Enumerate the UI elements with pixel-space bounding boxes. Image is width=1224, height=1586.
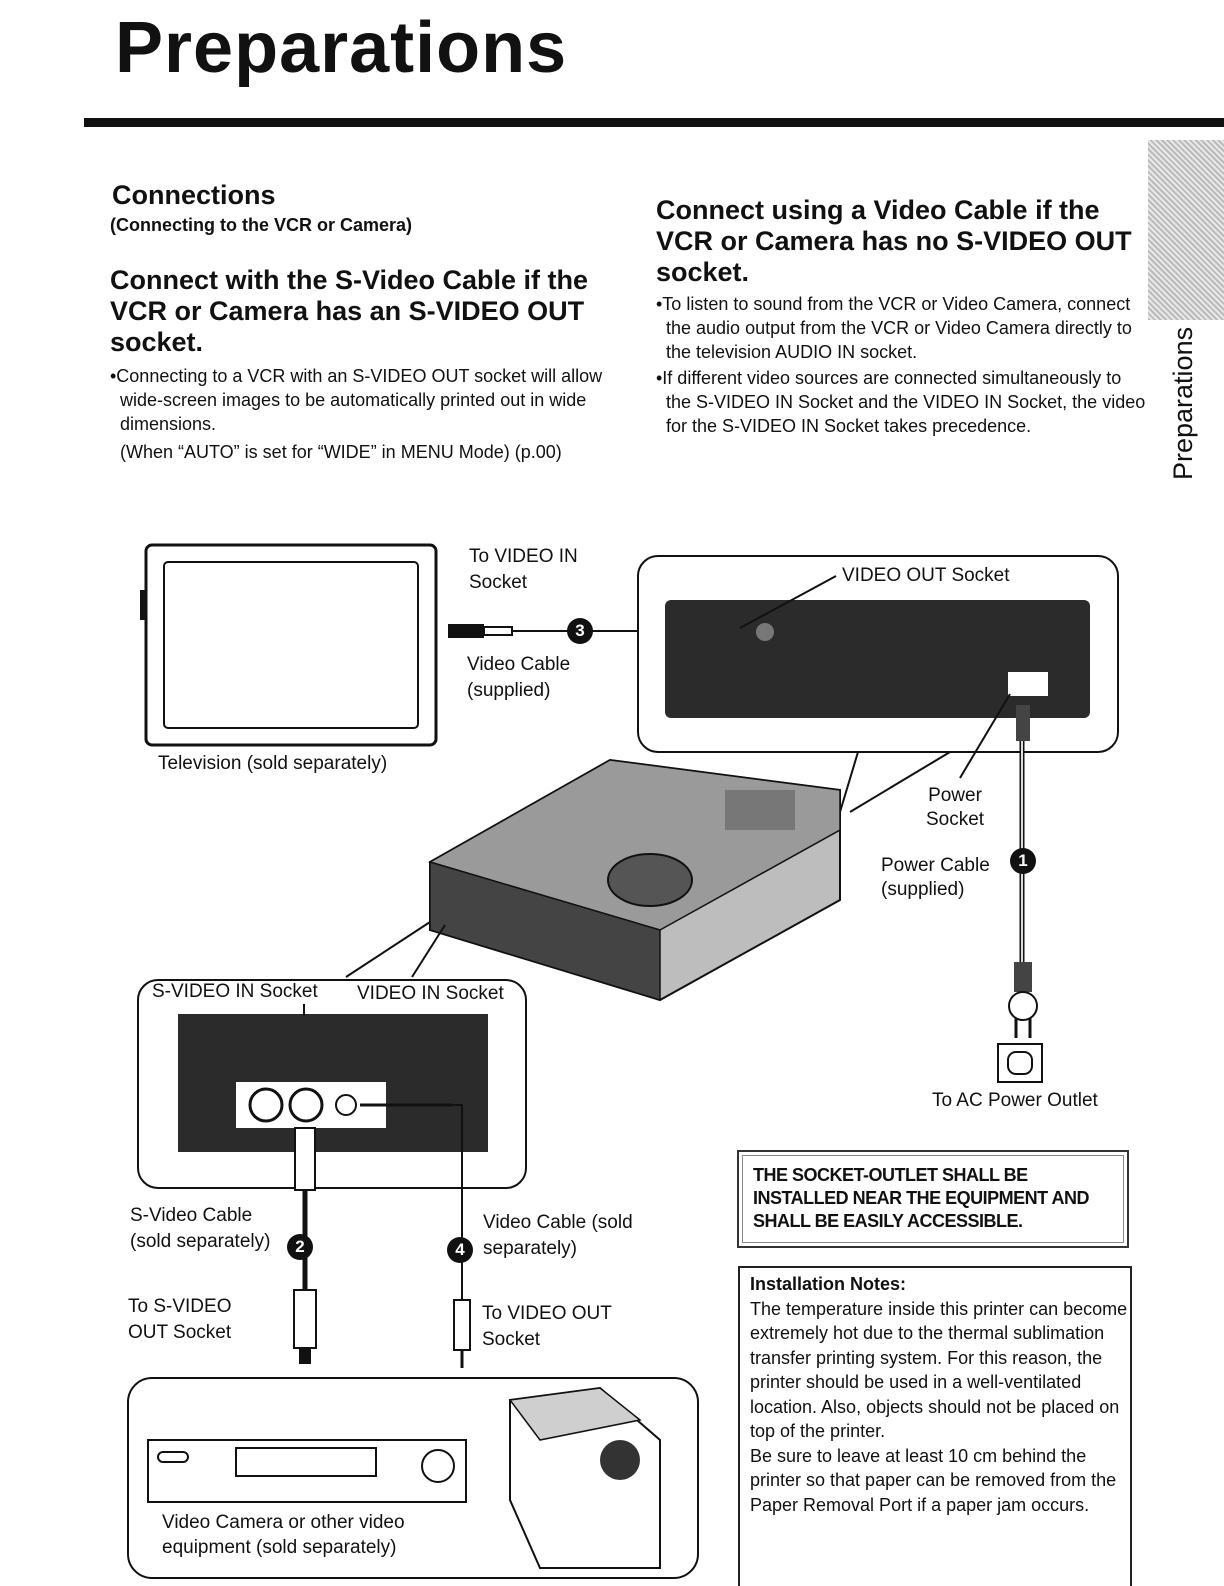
power-cable-1 [997,705,1043,1083]
connections-heading: Connections [112,180,276,210]
step-4-badge: 4 [447,1237,473,1263]
installation-notes: Installation Notes: The temperature insi… [738,1266,1132,1586]
to-video-in-label: To VIDEO IN Socket [469,546,578,593]
svideo-in-socket-label: S-VIDEO IN Socket [152,981,318,1002]
installation-notes-text-2: Be sure to leave at least 10 cm behind t… [750,1445,1117,1515]
step-3-badge: 3 [567,618,593,644]
svideo-bullet: •Connecting to a VCR with an S-VIDEO OUT… [110,366,603,434]
video-cable-section-title: Connect using a Video Cable if the VCR o… [656,195,1132,287]
power-cable-label: Power Cable (supplied) [881,855,990,900]
equipment-box [127,1377,699,1579]
video-cable-sold-label: Video Cable (sold separately) [483,1212,633,1259]
page-title: Preparations [115,8,568,88]
warning-text: THE SOCKET-OUTLET SHALL BE INSTALLED NEA… [753,1165,1090,1231]
svideo-note: (When “AUTO” is set for “WIDE” in MENU M… [120,442,562,462]
svideo-cable-label: S-Video Cable (sold separately) [130,1205,271,1252]
svideo-cable-2 [293,1127,317,1364]
equipment-label: Video Camera or other video equipment (s… [162,1512,405,1558]
header-rule [84,118,1224,127]
side-tab-shading [1148,140,1224,320]
video-cable-bullet-1: •To listen to sound from the VCR or Vide… [656,294,1132,362]
television-label: Television (sold separately) [158,753,388,774]
installation-notes-title: Installation Notes: [750,1274,907,1294]
rear-panel-box [637,555,1119,813]
video-cable-supplied-label: Video Cable (supplied) [467,654,571,701]
to-video-out-label: To VIDEO OUT Socket [482,1303,612,1350]
video-cable-4 [452,1104,471,1368]
step-1-badge: 1 [1010,848,1036,874]
installation-notes-text-1: The temperature inside this printer can … [750,1298,1128,1442]
television-illustration [140,543,438,747]
to-svideo-out-label: To S-VIDEO OUT Socket [128,1296,232,1343]
video-in-socket-label: VIDEO IN Socket [357,983,504,1004]
ac-outlet-label: To AC Power Outlet [932,1090,1098,1111]
printer-illustration [428,758,841,1002]
svideo-section-title: Connect with the S-Video Cable if the VC… [110,265,589,357]
video-cable-bullet-2: •If different video sources are connecte… [656,368,1146,436]
socket-outlet-warning: THE SOCKET-OUTLET SHALL BE INSTALLED NEA… [737,1150,1129,1248]
step-2-badge: 2 [287,1234,313,1260]
power-socket-label: Power Socket [925,785,985,830]
video-out-socket-label: VIDEO OUT Socket [842,565,1010,586]
connections-subheading: (Connecting to the VCR or Camera) [110,215,413,235]
front-panel-box [137,921,527,1189]
